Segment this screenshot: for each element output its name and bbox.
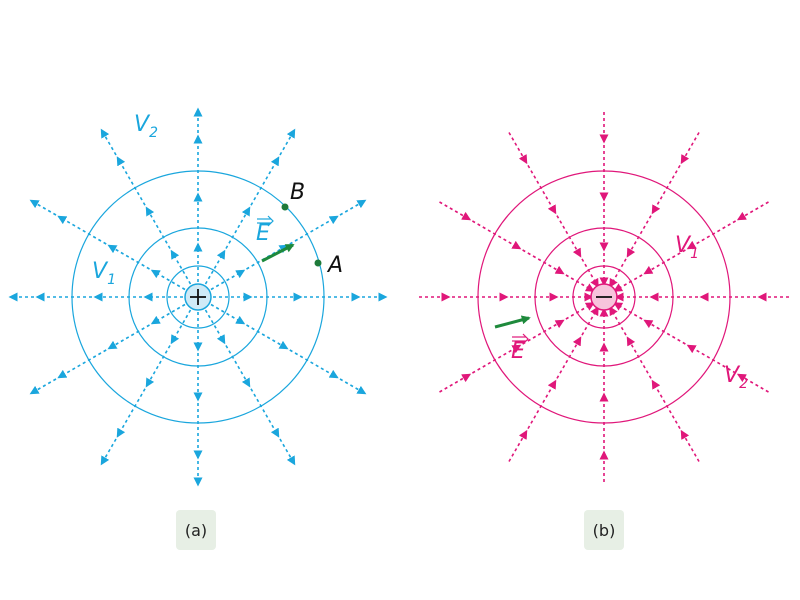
- point-b-dot: [281, 203, 289, 211]
- field-line-segment: [439, 373, 472, 393]
- field-line-segment: [651, 379, 684, 435]
- field-line-segment: [524, 379, 557, 435]
- field-line-segment: [222, 206, 251, 255]
- field-line-segment: [100, 128, 120, 161]
- field-line-segment: [150, 269, 186, 291]
- field-line-segment: [736, 201, 769, 221]
- field-line-segment: [247, 156, 280, 211]
- field-line-segment: [626, 209, 655, 258]
- field-lines-inward: [419, 112, 789, 482]
- label-point-a: A: [326, 253, 343, 278]
- field-line-segment: [680, 429, 700, 462]
- vector-arrow-icon: [512, 333, 529, 345]
- label-v2: V2: [724, 363, 748, 392]
- equipotential-v2: [477, 170, 731, 424]
- field-line-segment: [29, 199, 62, 219]
- field-line-segment: [334, 199, 367, 219]
- field-line-segment: [466, 217, 522, 250]
- field-line-segment: [240, 321, 289, 350]
- field-line-segment: [613, 302, 648, 323]
- field-line-segment: [204, 249, 226, 285]
- field-vector-arrow: [494, 315, 531, 329]
- field-line-segment: [29, 375, 62, 395]
- field-line-segment: [170, 309, 192, 345]
- field-line-segment: [508, 429, 528, 462]
- label-v2: V2: [134, 112, 158, 141]
- field-lines-outward: [8, 107, 388, 487]
- caption-b: (b): [584, 510, 624, 550]
- field-line-segment: [107, 244, 156, 273]
- panel-negative-charge: V1 V2 E: [419, 112, 789, 482]
- field-line-segment: [210, 303, 246, 325]
- label-field-e: E: [511, 339, 525, 364]
- field-line-segment: [210, 269, 246, 291]
- field-line-segment: [613, 271, 648, 292]
- point-a-dot: [314, 259, 322, 267]
- field-line-segment: [222, 339, 251, 388]
- field-line-segment: [517, 246, 565, 275]
- field-line-segment: [686, 217, 742, 250]
- field-line-segment: [276, 128, 296, 161]
- field-line-segment: [334, 375, 367, 395]
- field-line-segment: [284, 215, 339, 248]
- field-line-segment: [57, 215, 112, 248]
- field-line-segment: [680, 132, 700, 165]
- field-line-segment: [553, 209, 582, 258]
- field-line-segment: [204, 309, 226, 345]
- field-line-segment: [107, 321, 156, 350]
- field-line-segment: [466, 344, 522, 377]
- field-line-segment: [609, 306, 630, 341]
- field-line-segment: [686, 344, 742, 377]
- field-line-segment: [736, 373, 769, 393]
- field-line-segment: [284, 346, 339, 379]
- plus-sign-icon: [190, 289, 206, 305]
- equipotential-inner: [572, 265, 636, 329]
- label-v1: V1: [675, 233, 699, 262]
- field-line-segment: [170, 249, 192, 285]
- field-line-segment: [643, 319, 691, 348]
- field-line-segment: [145, 339, 174, 388]
- field-line-segment: [524, 159, 557, 215]
- field-line-segment: [150, 303, 186, 325]
- field-line-segment: [100, 433, 120, 466]
- field-line-segment: [145, 206, 174, 255]
- equipotential-v1: [534, 227, 674, 367]
- field-line-segment: [560, 271, 595, 292]
- field-line-segment: [643, 246, 691, 275]
- field-line-segment: [578, 253, 599, 288]
- field-line-segment: [508, 132, 528, 165]
- label-field-e: E: [256, 221, 270, 246]
- field-line-segment: [57, 346, 112, 379]
- field-line-segment: [116, 383, 149, 438]
- caption-a: (a): [176, 510, 216, 550]
- field-line-segment: [553, 336, 582, 385]
- field-line-segment: [439, 201, 472, 221]
- field-line-segment: [116, 156, 149, 211]
- field-line-segment: [651, 159, 684, 215]
- label-v1: V1: [92, 259, 116, 288]
- field-line-segment: [609, 253, 630, 288]
- field-line-segment: [276, 433, 296, 466]
- label-point-b: B: [290, 180, 305, 205]
- vector-arrow-icon: [257, 215, 274, 227]
- field-line-segment: [247, 383, 280, 438]
- equipotential-v1: [128, 227, 268, 367]
- field-line-segment: [578, 306, 599, 341]
- field-vector-arrow: [261, 243, 295, 263]
- equipotential-v2: [71, 170, 325, 424]
- field-line-segment: [560, 302, 595, 323]
- panel-positive-charge: V2 V1 E B A: [8, 107, 388, 487]
- equipotential-inner: [166, 265, 230, 329]
- field-line-segment: [626, 336, 655, 385]
